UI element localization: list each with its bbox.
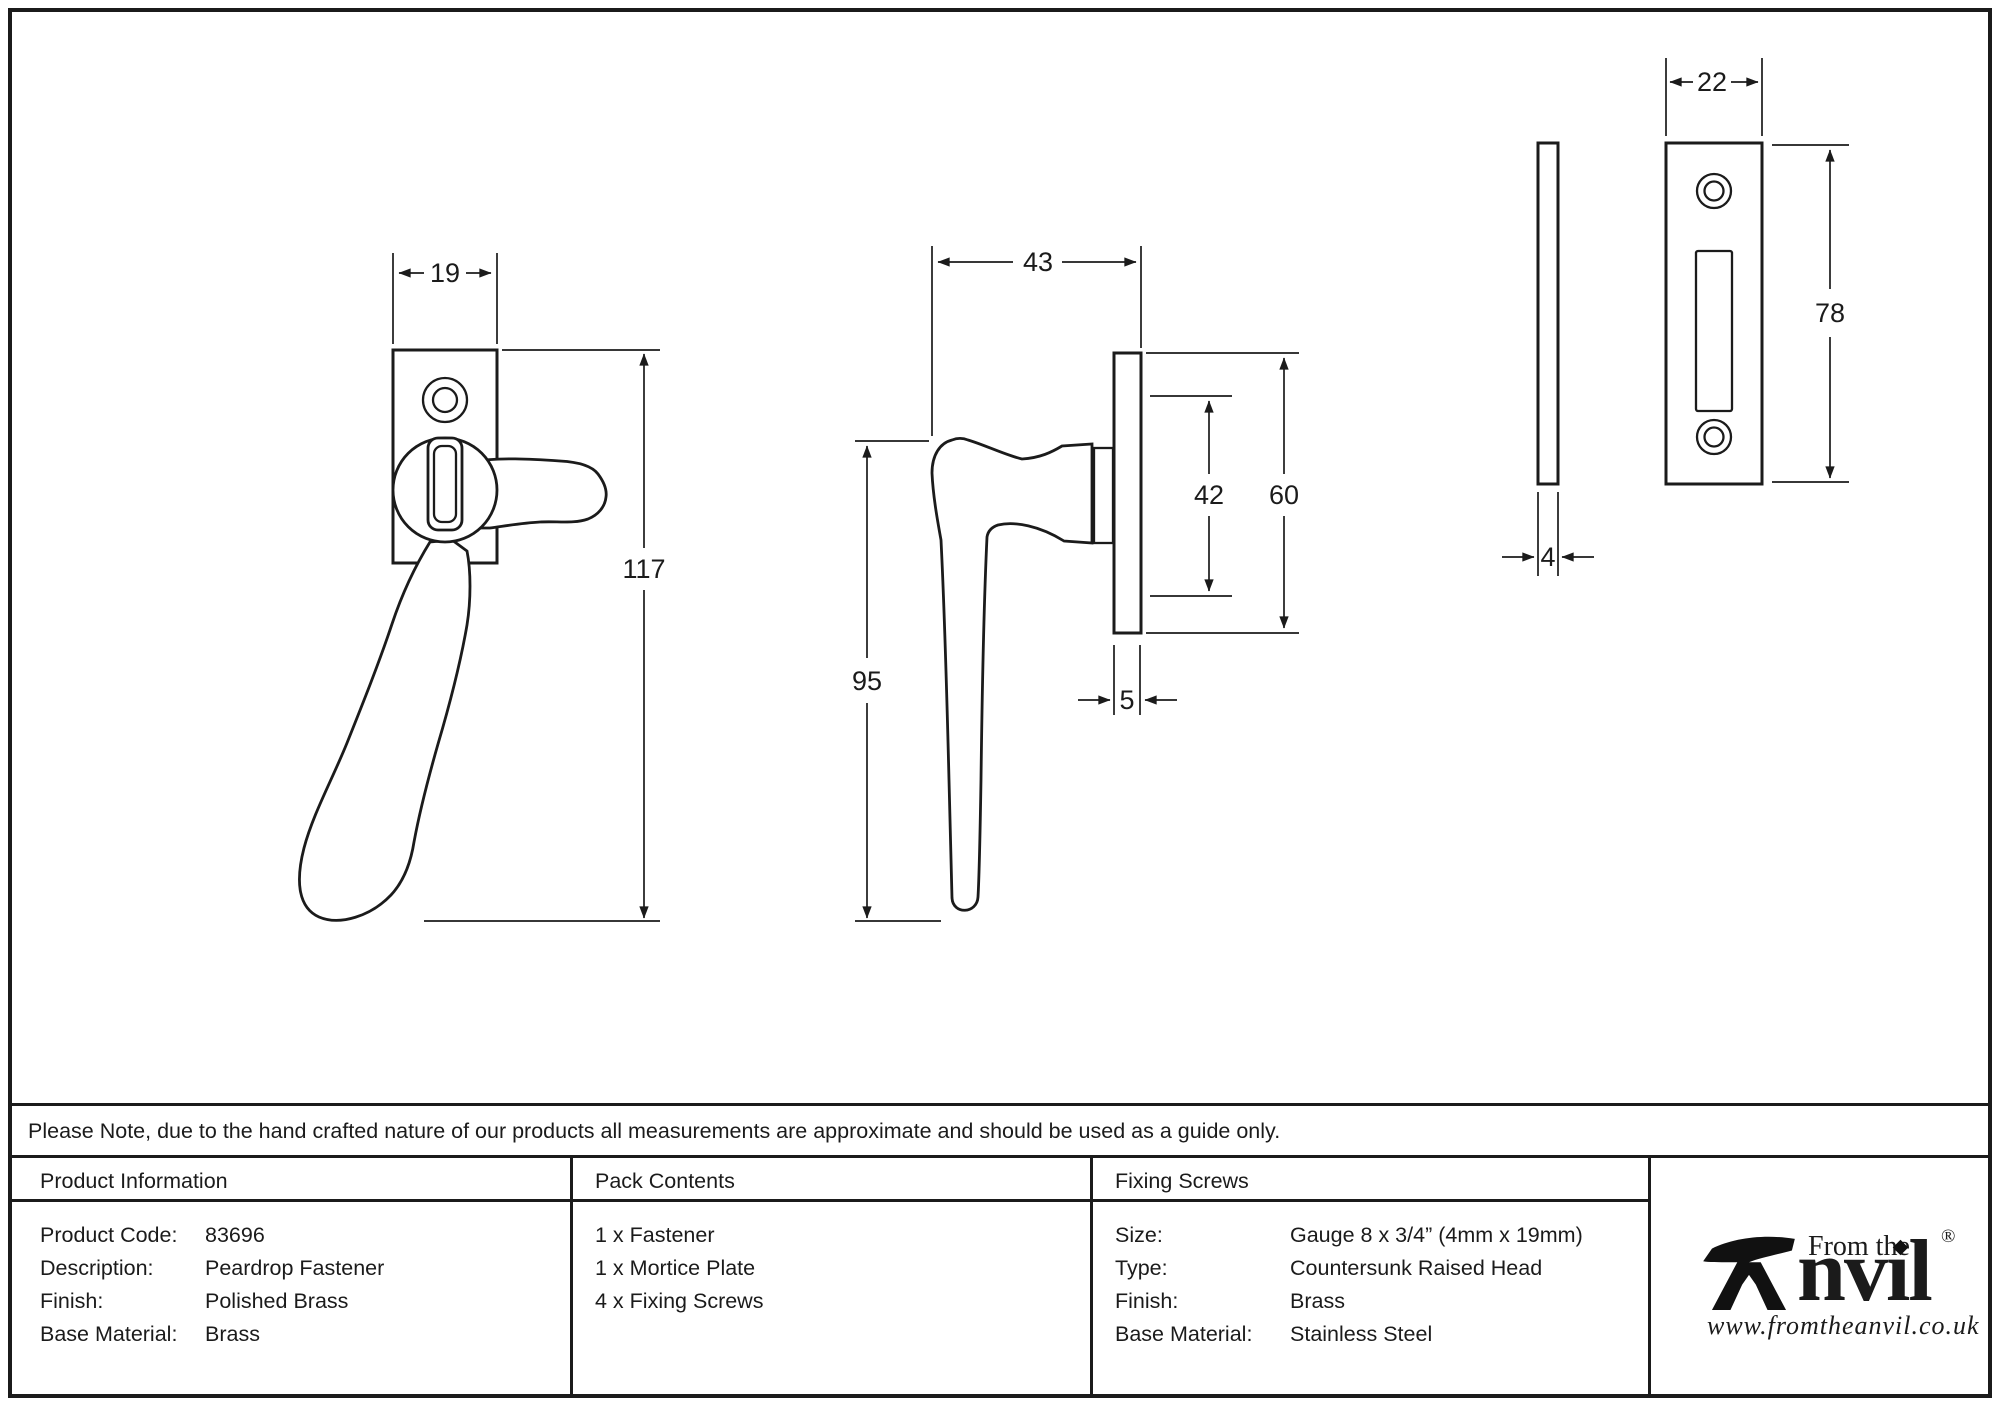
screw-base-material-label: Base Material:	[1115, 1322, 1253, 1346]
finish-label: Finish:	[40, 1289, 104, 1313]
dim-label-19: 19	[430, 258, 460, 288]
base-material-label: Base Material:	[40, 1322, 178, 1346]
dim-label-4: 4	[1540, 542, 1555, 572]
fixing-screws-title: Fixing Screws	[1115, 1169, 1249, 1193]
logo-anvil-text: nvıl	[1797, 1223, 1933, 1320]
product-code-value: 83696	[205, 1223, 265, 1247]
dimension-side-plate-inner	[1150, 395, 1232, 597]
dim-label-43: 43	[1023, 247, 1053, 277]
mortice-screw-hole-top-inner	[1703, 180, 1725, 202]
finish-value: Polished Brass	[205, 1289, 349, 1313]
anvil-icon	[1703, 1236, 1795, 1310]
dimension-mortice-thickness	[1502, 492, 1594, 576]
drawing-fastener-side-view: 43 95 42 60 5	[852, 246, 1299, 922]
technical-drawings: 19 117 43 95 42	[298, 58, 1849, 922]
side-handle	[930, 437, 1094, 912]
dim-label-5: 5	[1119, 685, 1134, 715]
dimension-front-width	[392, 253, 498, 344]
mortice-plate-side-view	[1536, 141, 1560, 486]
base-material-value: Brass	[205, 1322, 260, 1346]
dim-label-117: 117	[622, 554, 665, 584]
front-handle-tail	[298, 538, 472, 922]
dimension-front-height	[424, 349, 660, 922]
dim-label-95: 95	[852, 666, 882, 696]
description-value: Peardrop Fastener	[205, 1256, 385, 1280]
screw-size-label: Size:	[1115, 1223, 1163, 1247]
dimension-side-width	[931, 246, 1142, 436]
dim-label-60: 60	[1269, 480, 1299, 510]
table-header-divider	[12, 1199, 1648, 1202]
dim-label-42: 42	[1194, 480, 1224, 510]
mortice-slot	[1694, 249, 1734, 413]
registered-trademark-symbol: ®	[1941, 1226, 1956, 1247]
drawing-fastener-front-view: 19 117	[298, 253, 666, 922]
product-information-title: Product Information	[40, 1169, 228, 1193]
mortice-screw-hole-bottom-inner	[1703, 426, 1725, 448]
drawing-mortice-plate: 22 78 4	[1502, 58, 1849, 576]
table-divider-1	[570, 1158, 573, 1394]
dimension-side-height	[855, 440, 941, 922]
product-code-label: Product Code:	[40, 1223, 178, 1247]
front-handle-arm	[464, 457, 608, 530]
dim-label-22: 22	[1697, 67, 1727, 97]
measurement-note: Please Note, due to the hand crafted nat…	[28, 1118, 1281, 1143]
description-label: Description:	[40, 1256, 154, 1280]
pack-contents-title: Pack Contents	[595, 1169, 735, 1193]
screw-type-label: Type:	[1115, 1256, 1168, 1280]
screw-base-material-value: Stainless Steel	[1290, 1322, 1433, 1346]
screw-finish-label: Finish:	[1115, 1289, 1179, 1313]
front-keep-slot-inner	[432, 444, 458, 524]
screw-size-value: Gauge 8 x 3/4” (4mm x 19mm)	[1290, 1223, 1583, 1247]
logo-website-url: www.fromtheanvil.co.uk	[1707, 1311, 1980, 1340]
dimension-mortice-height	[1772, 144, 1849, 483]
dimension-side-plate-height	[1146, 352, 1299, 634]
pack-contents-item: 4 x Fixing Screws	[595, 1289, 764, 1313]
table-divider-3	[1648, 1158, 1651, 1394]
dimension-side-plate-thickness	[1078, 645, 1177, 715]
front-screw-hole-inner	[431, 386, 459, 414]
pack-contents-item: 1 x Fastener	[595, 1223, 715, 1247]
note-box: Please Note, due to the hand crafted nat…	[12, 1103, 1988, 1158]
screw-finish-value: Brass	[1290, 1289, 1345, 1313]
sheet-border	[8, 8, 1992, 1398]
table-divider-2	[1090, 1158, 1093, 1394]
dimension-mortice-width	[1665, 58, 1763, 136]
pack-contents-item: 1 x Mortice Plate	[595, 1256, 756, 1280]
side-collar	[1092, 446, 1115, 545]
dim-label-78: 78	[1815, 298, 1845, 328]
screw-type-value: Countersunk Raised Head	[1290, 1256, 1543, 1280]
side-backplate	[1112, 351, 1143, 635]
